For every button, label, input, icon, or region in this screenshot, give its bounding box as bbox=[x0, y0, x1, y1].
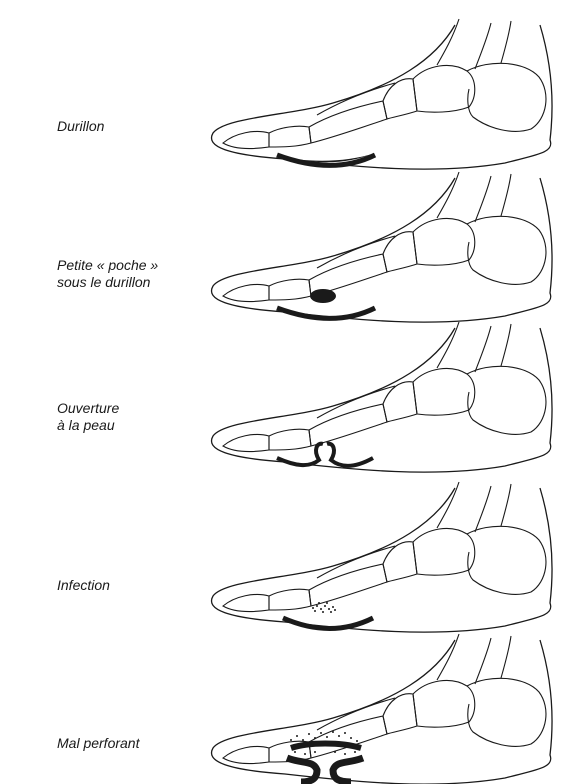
opening-mark bbox=[277, 444, 323, 465]
infection-dots bbox=[312, 602, 336, 613]
foot-poche bbox=[212, 172, 553, 322]
foot-infection bbox=[212, 482, 553, 632]
opening-mark bbox=[327, 444, 373, 466]
ulcer-mark bbox=[291, 744, 361, 749]
ulcer-mark bbox=[287, 758, 317, 782]
callus-mark bbox=[277, 155, 375, 166]
callus-mark bbox=[283, 618, 373, 629]
foot-ouverture bbox=[212, 322, 553, 472]
pocket-mark bbox=[310, 289, 336, 303]
ulcer-mark bbox=[333, 758, 363, 782]
callus-mark bbox=[277, 308, 375, 319]
foot-durillon bbox=[212, 19, 553, 169]
foot-mal-perforant bbox=[212, 634, 553, 784]
